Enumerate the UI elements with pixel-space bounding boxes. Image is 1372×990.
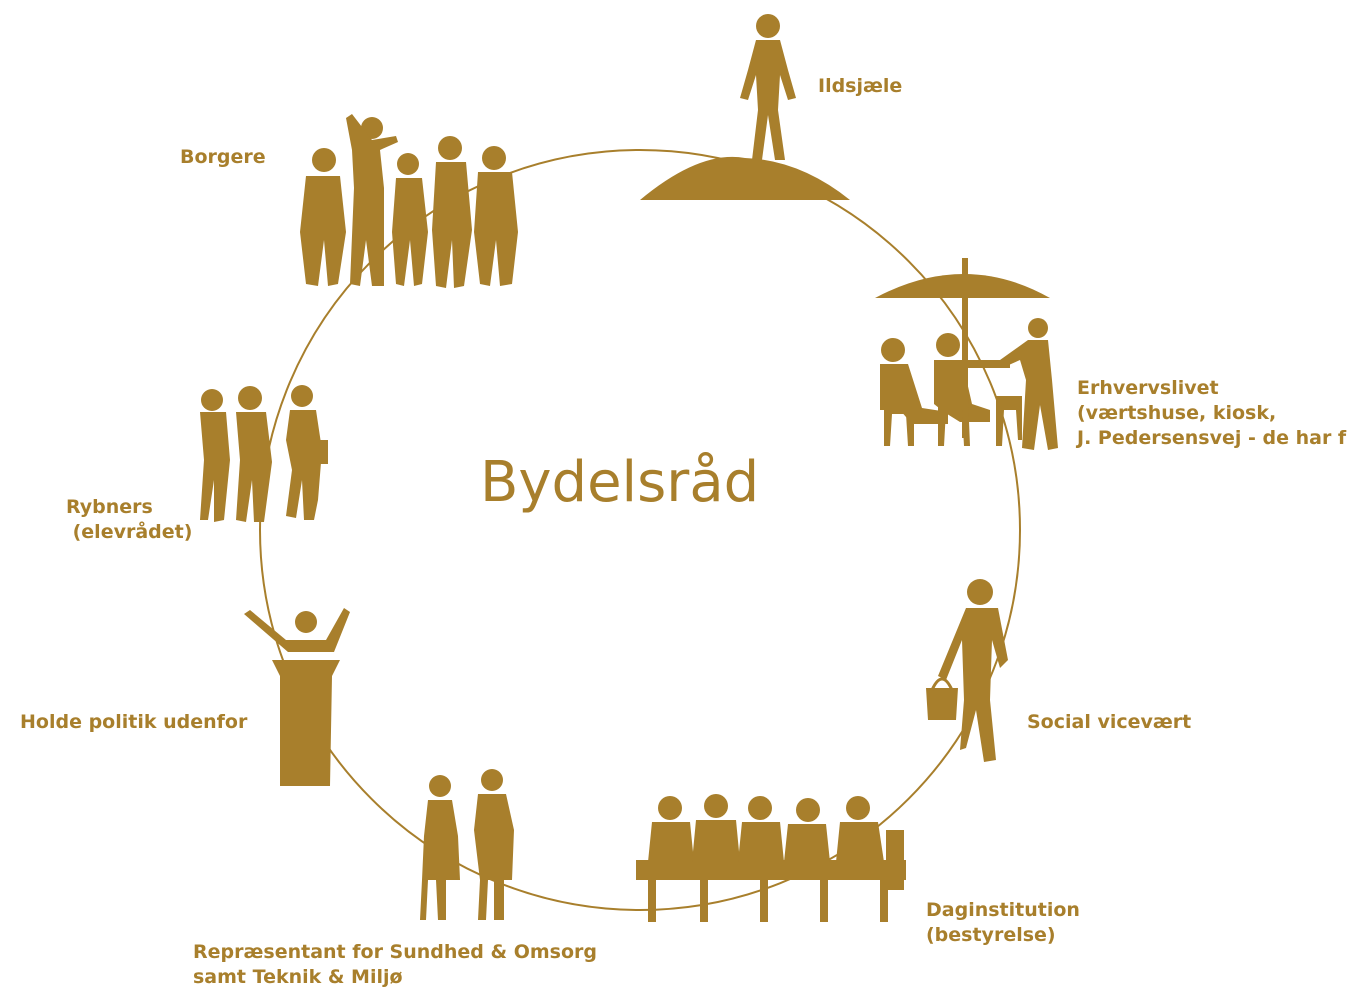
ring-circle bbox=[259, 149, 1021, 911]
walking-person-with-basket-icon bbox=[926, 579, 1008, 762]
label-repraesentant: Repræsentant for Sundhed & Omsorg samt T… bbox=[193, 941, 597, 988]
two-people-talking-icon bbox=[420, 769, 514, 920]
label-borgere: Borgere bbox=[180, 146, 266, 168]
people-at-table-icon bbox=[636, 794, 906, 922]
label-ildsjaele: Ildsjæle bbox=[818, 75, 903, 97]
three-students-icon bbox=[200, 385, 328, 522]
label-erhvervslivet: Erhvervslivet (værtshuse, kiosk, J. Pede… bbox=[1077, 377, 1347, 449]
diagram-title: Bydelsråd bbox=[480, 450, 760, 515]
group-of-citizens-icon bbox=[300, 114, 518, 288]
label-social-vicevaert: Social vicevært bbox=[1027, 711, 1192, 733]
label-holde-politik: Holde politik udenfor bbox=[20, 711, 248, 733]
label-rybners: Rybners (elevrådet) bbox=[66, 496, 193, 543]
label-daginstitution: Daginstitution (bestyrelse) bbox=[926, 899, 1080, 946]
person-on-hill-icon bbox=[640, 14, 850, 200]
speaker-at-podium-icon bbox=[244, 608, 350, 786]
cafe-people-icon bbox=[875, 258, 1058, 450]
